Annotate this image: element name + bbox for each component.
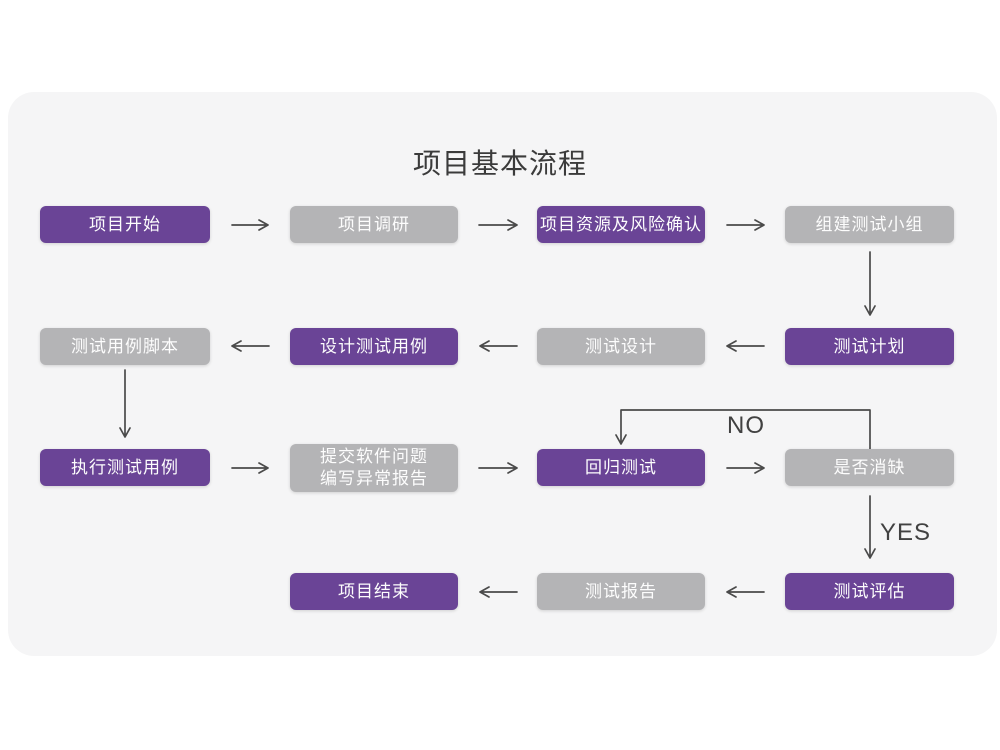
page-title: 项目基本流程 [412,148,587,179]
flow-node-project-start: 项目开始 [40,206,210,243]
flow-node-build-test-team: 组建测试小组 [785,206,954,243]
flow-node-defect-cleared: 是否消缺 [785,449,954,486]
flow-node-execute-test-case: 执行测试用例 [40,449,210,486]
flow-node-design-test-case: 设计测试用例 [290,328,458,365]
flow-node-resource-risk: 项目资源及风险确认 [537,206,705,243]
flow-node-regression-test: 回归测试 [537,449,705,486]
flow-node-submit-issue: 提交软件问题 编写异常报告 [290,444,458,492]
flow-node-test-case-script: 测试用例脚本 [40,328,210,365]
flow-node-test-plan: 测试计划 [785,328,954,365]
edge-label-no: NO [727,412,765,439]
edge-label-yes: YES [880,519,932,546]
flow-node-project-end: 项目结束 [290,573,458,610]
flow-node-test-design: 测试设计 [537,328,705,365]
flow-node-project-research: 项目调研 [290,206,458,243]
flow-node-test-report: 测试报告 [537,573,705,610]
flowchart-card-background [8,92,997,656]
flow-node-test-evaluate: 测试评估 [785,573,954,610]
